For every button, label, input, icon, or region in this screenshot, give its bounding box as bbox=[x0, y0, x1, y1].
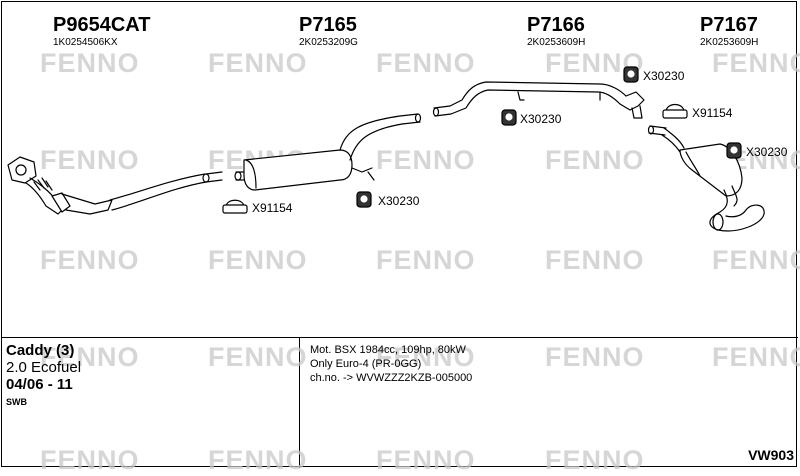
intermediate-pipe-part[interactable] bbox=[432, 81, 645, 119]
hanger-icon[interactable] bbox=[501, 109, 517, 126]
watermark: FENNO bbox=[208, 342, 308, 372]
spec-line: ch.no. -> WVWZZZ2KZB-005000 bbox=[310, 372, 473, 384]
vehicle-variant: SWB bbox=[6, 397, 27, 407]
watermark: FENNO bbox=[376, 48, 476, 78]
watermark: FENNO bbox=[208, 245, 308, 275]
watermark: FENNO bbox=[40, 145, 140, 175]
info-column-divider bbox=[299, 337, 300, 468]
watermark: FENNO bbox=[40, 245, 140, 275]
page-code: VW903 bbox=[748, 447, 794, 463]
watermark: FENNO bbox=[712, 245, 800, 275]
vehicle-model: Caddy (3) bbox=[6, 342, 75, 359]
clamp-icon[interactable] bbox=[222, 199, 248, 214]
catalytic-converter-part[interactable] bbox=[7, 156, 223, 215]
watermark: FENNO bbox=[376, 145, 476, 175]
watermark: FENNO bbox=[40, 342, 140, 372]
watermark: FENNO bbox=[712, 342, 800, 372]
watermark: FENNO bbox=[208, 445, 308, 475]
part-number-rear-silencer[interactable]: P7167 bbox=[700, 14, 758, 36]
vehicle-years: 04/06 - 11 bbox=[6, 376, 73, 393]
fitting-ref-clamp-left[interactable]: X91154 bbox=[252, 201, 293, 215]
diagram-frame bbox=[1, 1, 797, 467]
watermark: FENNO bbox=[376, 445, 476, 475]
engine-spec: Mot. BSX 1984cc, 109hp, 80kW Only Euro-4… bbox=[310, 343, 472, 385]
fitting-ref-hanger-p7166[interactable]: X30230 bbox=[520, 112, 562, 126]
fitting-ref-hanger-far-right[interactable]: X30230 bbox=[746, 145, 788, 159]
fitting-ref-hanger-mid[interactable]: X30230 bbox=[378, 194, 420, 208]
rear-silencer-part[interactable] bbox=[647, 125, 765, 232]
exhaust-system-drawing bbox=[7, 66, 765, 232]
middle-silencer-part[interactable] bbox=[234, 113, 422, 191]
hanger-icon[interactable] bbox=[726, 142, 742, 159]
part-code-cat: 1K0254506KX bbox=[53, 37, 118, 48]
watermark: FENNO bbox=[712, 48, 800, 78]
fitting-ref-clamp-right[interactable]: X91154 bbox=[692, 106, 733, 120]
vehicle-info: Caddy (3) 2.0 Ecofuel 04/06 - 11 SWB bbox=[6, 342, 81, 407]
watermark: FENNO bbox=[545, 445, 645, 475]
info-divider bbox=[1, 337, 798, 338]
watermark: FENNO bbox=[545, 342, 645, 372]
part-code-rear-silencer: 2K0253609H bbox=[700, 37, 759, 48]
watermark: FENNO bbox=[376, 342, 476, 372]
spec-line: Mot. BSX 1984cc, 109hp, 80kW bbox=[310, 344, 466, 356]
part-number-middle-silencer[interactable]: P7165 bbox=[299, 14, 357, 36]
watermark: FENNO bbox=[208, 48, 308, 78]
part-code-middle-silencer: 2K0253209G bbox=[299, 37, 358, 48]
spec-line: Only Euro-4 (PR-0GG) bbox=[310, 358, 422, 370]
watermark: FENNO bbox=[40, 445, 140, 475]
watermark: FENNO bbox=[376, 245, 476, 275]
watermark: FENNO bbox=[40, 48, 140, 78]
part-number-cat[interactable]: P9654CAT bbox=[53, 14, 151, 36]
fitting-ref-hanger-top-right[interactable]: X30230 bbox=[643, 69, 685, 83]
hanger-icon[interactable] bbox=[356, 191, 372, 208]
clamp-icon[interactable] bbox=[662, 103, 688, 119]
hanger-icon[interactable] bbox=[623, 66, 639, 83]
part-number-intermediate-pipe[interactable]: P7166 bbox=[527, 14, 585, 36]
vehicle-engine: 2.0 Ecofuel bbox=[6, 359, 82, 376]
watermark: FENNO bbox=[545, 245, 645, 275]
part-code-intermediate-pipe: 2K0253609H bbox=[527, 37, 586, 48]
watermark: FENNO bbox=[545, 145, 645, 175]
